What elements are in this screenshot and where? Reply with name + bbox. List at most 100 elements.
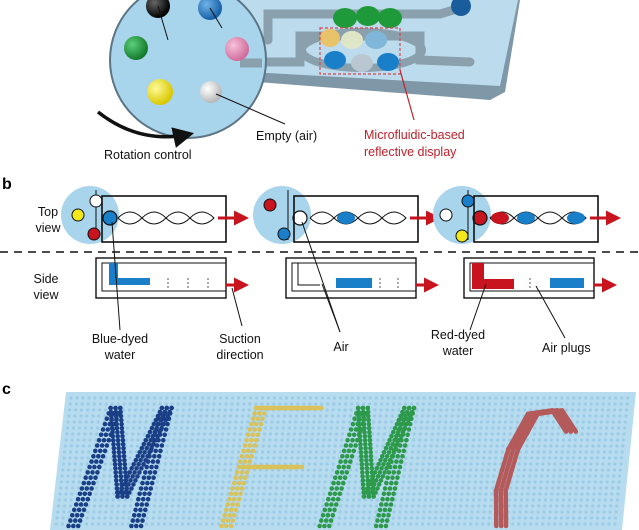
matrix-dot [210,474,214,478]
matrix-dot [330,474,334,478]
matrix-dot [426,414,430,418]
letter-dot [366,421,372,427]
matrix-dot [82,438,86,442]
matrix-dot [193,468,197,472]
matrix-dot [215,480,219,484]
letter-dot [367,437,373,443]
matrix-dot [187,408,191,412]
matrix-dot [526,492,530,496]
matrix-dot [237,450,241,454]
matrix-dot [373,408,377,412]
letter-dot [383,445,389,451]
letter-dot [398,421,403,427]
letter-dot [89,459,94,464]
matrix-dot [483,504,487,508]
matrix-dot [561,444,565,448]
matrix-dot [561,498,565,502]
matrix-dot [236,402,240,406]
letter-dot [344,470,350,475]
matrix-dot [251,480,255,484]
letter-dot [346,448,352,454]
letter-dot [118,470,123,475]
matrix-dot [266,402,270,406]
matrix-dot [529,516,534,520]
letter-dot [362,425,367,431]
letter-dot [350,437,355,443]
matrix-dot [61,462,65,466]
matrix-dot [479,486,483,490]
letter-dot [383,502,389,507]
matrix-dot [545,486,549,490]
letter-dot [91,454,96,459]
letter-dot [238,491,243,497]
matrix-dot [447,444,451,448]
matrix-dot [298,492,302,496]
matrix-dot [284,456,288,460]
matrix-dot [587,480,591,484]
matrix-dot [152,504,157,508]
letter-dot [109,413,114,419]
matrix-dot [169,516,173,520]
matrix-dot [390,414,394,418]
matrix-dot [300,414,305,418]
matrix-dot [455,426,459,430]
matrix-dot [179,480,183,484]
matrix-dot [204,474,208,478]
matrix-dot [452,396,456,400]
letter-dot [114,425,120,431]
matrix-dot [199,516,203,520]
matrix-dot [606,468,611,472]
letter-dot [384,480,389,486]
matrix-dot [436,492,440,496]
letter-dot [242,443,248,448]
matrix-dot [306,474,310,478]
matrix-dot [177,450,181,454]
matrix-dot [470,510,474,514]
matrix-dot [200,510,204,514]
matrix-dot [368,510,372,514]
letter-dot [359,458,364,463]
matrix-dot [354,468,359,472]
letter-dot [164,405,170,411]
letter-dot [384,466,389,471]
matrix-dot [353,480,357,484]
matrix-dot [542,450,546,454]
matrix-dot [479,480,483,484]
matrix-dot [554,510,558,514]
matrix-dot [169,468,173,472]
matrix-dot [185,486,189,490]
letter-dot [250,448,256,454]
letter-dot [299,464,305,470]
matrix-dot [487,462,491,466]
matrix-dot [596,510,600,514]
letter-dot [247,459,253,464]
matrix-dot [331,522,335,526]
letter-e-2 [219,405,324,529]
matrix-dot [351,498,355,502]
matrix-dot [338,450,343,454]
matrix-dot [349,408,353,412]
matrix-dot [577,408,581,412]
letter-dot [382,470,388,475]
matrix-dot [488,450,492,454]
letter-dot [158,448,163,454]
matrix-dot [268,432,273,436]
letter-dot [252,443,258,448]
matrix-dot [128,504,133,508]
matrix-dot [485,480,489,484]
label-blue-dyed-line2: water [104,348,136,362]
matrix-dot [175,462,179,466]
matrix-dot [415,516,419,520]
letter-dot [155,459,161,464]
matrix-dot [546,414,550,418]
matrix-dot [538,432,542,436]
matrix-dot [80,456,84,460]
matrix-dot [263,486,267,490]
matrix-dot [271,516,275,520]
matrix-dot [598,492,602,496]
matrix-dot [303,504,307,508]
unit-3 [433,186,621,339]
matrix-dot [474,414,478,418]
matrix-dot [241,516,245,520]
letter-dot [365,478,371,483]
